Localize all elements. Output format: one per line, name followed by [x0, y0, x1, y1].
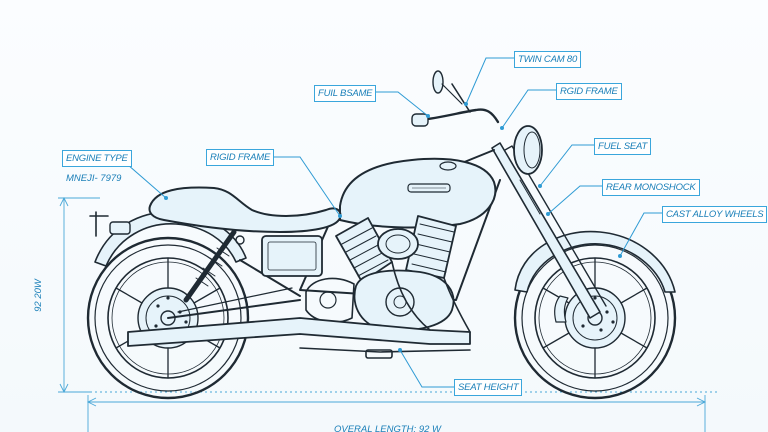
- tank-badge: [407, 183, 451, 193]
- tail-light: [89, 211, 131, 237]
- engine: [305, 215, 457, 332]
- label-rigid-frame-mid: RIGID FRAME: [206, 149, 275, 166]
- overall-length-dimension: [80, 391, 718, 432]
- label-overall-length: OVERAL LENGTH: 92 W: [334, 424, 441, 432]
- headlight: [513, 125, 543, 175]
- label-rigid-frame-top: RGID FRAME: [556, 83, 622, 100]
- leader-dots: [164, 102, 622, 352]
- front-fork: [491, 142, 607, 319]
- rear-shock: [183, 229, 245, 303]
- handlebar: [411, 70, 500, 127]
- side-cover: [261, 235, 323, 277]
- label-twin-cam: TWIN CAM 80: [514, 51, 582, 68]
- exhaust: [127, 261, 471, 347]
- fuel-tank: [339, 157, 497, 229]
- seat: [148, 186, 342, 233]
- footpeg: [299, 347, 471, 359]
- label-cast-alloy-wheels: CAST ALLOY WHEELS: [662, 206, 768, 223]
- height-dimension: [58, 196, 100, 394]
- label-engine-type: ENGINE TYPE: [62, 150, 132, 167]
- label-seat-height: SEAT HEIGHT: [454, 379, 523, 396]
- label-fuel-seat: FUEL SEAT: [594, 138, 652, 155]
- label-fuel-frame: FUIL BSAME: [314, 85, 377, 102]
- label-engine-spec: MNEJI- 7979: [66, 173, 122, 184]
- label-rear-monoshock: REAR MONOSHOCK: [602, 179, 700, 196]
- label-height-dimension: 92 20W: [32, 279, 44, 312]
